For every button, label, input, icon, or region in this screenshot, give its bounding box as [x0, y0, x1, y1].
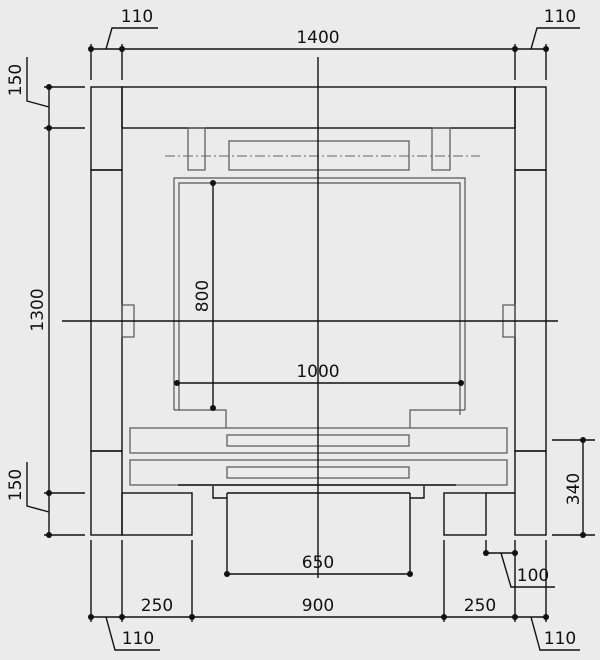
dimension-dots: [46, 46, 586, 620]
dim-car-width: 1000: [296, 362, 339, 382]
dim-bottom-right-jamb: 250: [464, 596, 496, 616]
dim-bottom-right-wall: 110: [544, 629, 576, 649]
dim-bottom-clear-width: 900: [302, 596, 334, 616]
dim-top-right-wall: 110: [544, 7, 576, 27]
dim-left-depth: 1300: [28, 288, 48, 331]
dim-bottom-left-jamb: 250: [141, 596, 173, 616]
dim-car-depth: 800: [193, 280, 213, 312]
dim-right-sill-height: 340: [564, 473, 584, 505]
dim-top-left-wall: 110: [121, 7, 153, 27]
dim-door-opening: 650: [302, 553, 334, 573]
dim-bottom-left-wall: 110: [122, 629, 154, 649]
dim-left-bottom-wall: 150: [6, 469, 26, 501]
dim-right-offset: 100: [517, 566, 549, 586]
dimension-lines: [26, 27, 595, 651]
dim-top-total-width: 1400: [296, 28, 339, 48]
dim-left-top-wall: 150: [6, 64, 26, 96]
